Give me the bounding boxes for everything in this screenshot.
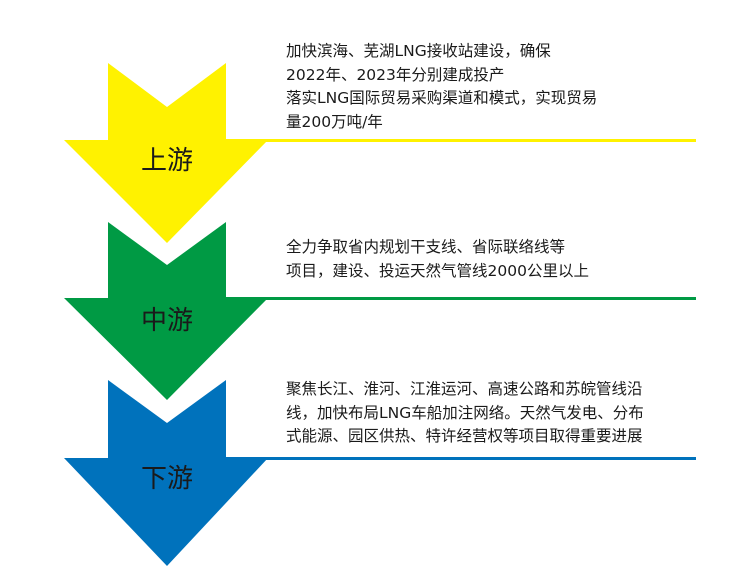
- desc-line: 落实LNG国际贸易采购渠道和模式，实现贸易: [286, 89, 598, 107]
- midstream-divider: [226, 297, 696, 300]
- upstream-arrow: [64, 63, 696, 243]
- desc-line: 量200万吨/年: [286, 112, 383, 131]
- desc-line: 项目，建设、投运天然气管线2000公里以上: [286, 261, 589, 280]
- downstream-arrow: [64, 380, 696, 566]
- upstream-divider: [226, 139, 696, 142]
- downstream-description: 聚焦长江、淮河、江淮运河、高速公路和苏皖管线沿 线，加快布局LNG车船加注网络。…: [286, 378, 644, 449]
- upstream-description: 加快滨海、芜湖LNG接收站建设，确保 2022年、2023年分别建成投产 落实L…: [286, 40, 597, 134]
- downstream-divider: [226, 457, 696, 460]
- desc-line: 全力争取省内规划干支线、省际联络线等: [286, 238, 566, 256]
- desc-line: 加快滨海、芜湖LNG接收站建设，确保: [286, 42, 551, 60]
- desc-line: 聚焦长江、淮河、江淮运河、高速公路和苏皖管线沿: [286, 380, 643, 398]
- downstream-label: 下游: [140, 464, 193, 494]
- desc-line: 2022年、2023年分别建成投产: [286, 65, 505, 84]
- midstream-description: 全力争取省内规划干支线、省际联络线等 项目，建设、投运天然气管线2000公里以上: [286, 236, 589, 283]
- desc-line: 线，加快布局LNG车船加注网络。天然气发电、分布: [286, 403, 644, 422]
- desc-line: 式能源、园区供热、特许经营权等项目取得重要进展: [286, 427, 643, 445]
- upstream-label: 上游: [140, 146, 193, 176]
- midstream-arrow: [64, 222, 696, 400]
- midstream-label: 中游: [140, 306, 193, 336]
